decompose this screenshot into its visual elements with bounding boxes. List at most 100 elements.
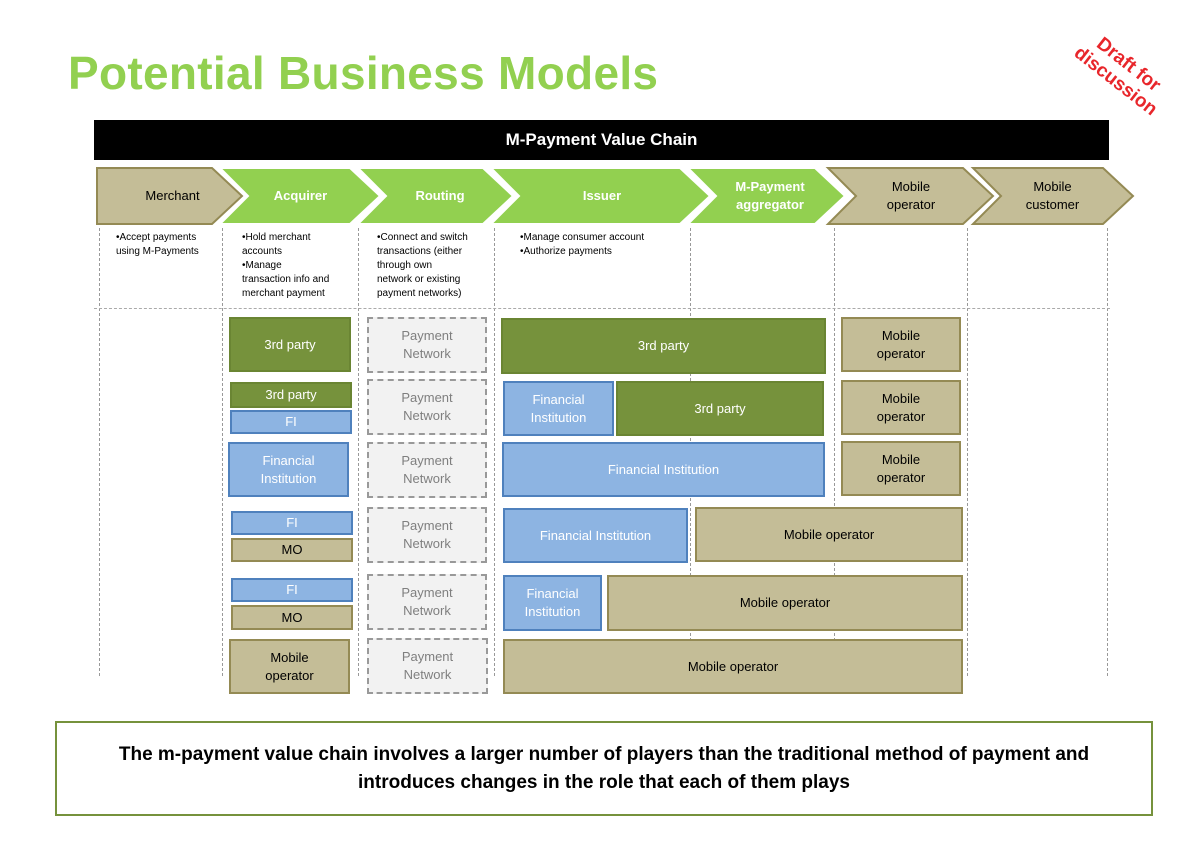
box-third-party: 3rd party (616, 381, 824, 436)
box-label-line-2: Network (403, 667, 452, 682)
stage-label-mobile-customer-line-1: Mobile (1033, 179, 1072, 194)
description-line: •Manage consumer account (520, 232, 645, 243)
page-title: Potential Business Models (68, 47, 659, 99)
box-mobile-operator: Mobile operator (607, 575, 963, 631)
box-fi: FI (230, 410, 352, 434)
box-label: 3rd party (265, 387, 317, 402)
box-payment-network: Payment Network (367, 379, 487, 435)
box-fi: FI (231, 578, 353, 602)
box-label-line-1: Mobile (881, 451, 921, 467)
box-label-line-2: Institution (530, 409, 587, 425)
box-financial-institution: Financial Institution (502, 442, 825, 497)
description-line: •Hold merchant (242, 232, 311, 243)
box-label: 3rd party (637, 338, 690, 353)
box-label-line-1: Financial (532, 391, 585, 407)
box-label-line-1: Mobile (270, 649, 309, 665)
chevron-mobile-operator (825, 167, 995, 225)
description-line: merchant payment (242, 288, 325, 299)
stage-label-routing: Routing (386, 167, 494, 225)
box-financial-institution: Financial Institution (503, 575, 602, 631)
box-payment-network: Payment Network (367, 442, 487, 498)
box-third-party: 3rd party (229, 317, 351, 372)
box-label: Financial Institution (607, 461, 720, 477)
box-label-line-1: Mobile (881, 327, 921, 343)
box-label: 3rd party (694, 400, 746, 416)
stage-label-mobile-operator-line-2: operator (886, 197, 936, 212)
box-label: FI (286, 515, 298, 530)
box-mobile-operator: Mobile operator (841, 380, 961, 435)
chevron-mobile-customer (970, 167, 1135, 225)
column-divider (358, 228, 359, 676)
value-chain-chevrons (96, 167, 1135, 225)
box-mo: MO (231, 538, 353, 562)
box-third-party: 3rd party (230, 382, 352, 408)
row-divider (94, 308, 1110, 309)
description-line: transaction info and (242, 274, 330, 285)
box-label-line-1: Payment (401, 328, 453, 343)
box-label-line-2: operator (876, 345, 926, 361)
box-label-line-2: Network (403, 536, 451, 551)
box-mo: MO (231, 605, 353, 630)
column-divider (222, 228, 223, 676)
description-line: transactions (either (377, 246, 463, 257)
description-line: payment networks) (377, 288, 462, 299)
stage-label-acquirer-text: Acquirer (273, 188, 328, 203)
column-divider (834, 228, 835, 676)
box-label: FI (286, 582, 298, 597)
box-label-line-1: Financial (526, 586, 579, 601)
box-label-line-1: Payment (401, 453, 453, 468)
box-fi: FI (231, 511, 353, 535)
box-financial-institution: Financial Institution (228, 442, 349, 497)
box-label: Mobile operator (739, 595, 831, 610)
value-chain-banner: M-Payment Value Chain (94, 120, 1109, 160)
box-payment-network: Payment Network (367, 574, 487, 630)
box-mobile-operator: Mobile operator (695, 507, 963, 562)
box-label-line-2: Network (403, 408, 451, 423)
box-label-line-2: Institution (260, 470, 317, 486)
conclusion-text: The m-payment value chain involves a lar… (118, 743, 1090, 793)
box-label-line-2: Network (403, 346, 451, 361)
box-label: FI (285, 414, 297, 429)
stage-label-mobile-operator: Mobile operator (852, 167, 970, 225)
box-label-line-1: Financial (262, 452, 315, 468)
stage-label-mobile-customer: Mobile customer (996, 167, 1109, 225)
box-mobile-operator: Mobile operator (229, 639, 350, 694)
box-label-line-2: Institution (524, 604, 581, 619)
box-label-line-2: Network (403, 471, 451, 486)
description-line: •Connect and switch (377, 232, 468, 243)
box-label-line-1: Payment (401, 390, 453, 405)
stage-label-aggregator-line-2: aggregator (736, 197, 804, 212)
box-third-party: 3rd party (501, 318, 826, 374)
box-label-line-1: Payment (401, 518, 453, 533)
chevron-issuer (488, 167, 712, 225)
box-label: Financial Institution (539, 527, 652, 543)
column-divider (99, 228, 100, 676)
stage-label-merchant: Merchant (120, 167, 225, 225)
stage-label-acquirer: Acquirer (248, 167, 353, 225)
column-divider (494, 228, 495, 676)
box-label: MO (281, 542, 303, 557)
stage-label-merchant-text: Merchant (145, 188, 200, 203)
stage-label-routing-text: Routing (415, 188, 465, 203)
description-line: using M-Payments (116, 246, 199, 257)
box-payment-network: Payment Network (367, 507, 487, 563)
stage-label-issuer-text: Issuer (582, 188, 622, 203)
description-line: •Manage (242, 260, 282, 271)
stage-label-issuer: Issuer (519, 167, 685, 225)
box-financial-institution: Financial Institution (503, 381, 614, 436)
box-mobile-operator: Mobile operator (503, 639, 963, 694)
stage-label-aggregator: M-Payment aggregator (712, 167, 828, 225)
box-payment-network: Payment Network (367, 317, 487, 373)
description-line: accounts (242, 246, 283, 257)
box-mobile-operator: Mobile operator (841, 317, 961, 372)
stage-label-mobile-customer-line-2: customer (1025, 197, 1080, 212)
column-divider (967, 228, 968, 676)
description-line: through own (377, 260, 433, 271)
box-label-line-1: Payment (401, 585, 453, 600)
box-label: Mobile operator (783, 526, 875, 542)
box-label-line-1: Payment (401, 649, 454, 664)
box-label-line-2: Network (403, 603, 451, 618)
box-label-line-2: operator (265, 667, 314, 683)
conclusion-callout: The m-payment value chain involves a lar… (55, 721, 1153, 816)
chevron-routing (355, 167, 515, 225)
